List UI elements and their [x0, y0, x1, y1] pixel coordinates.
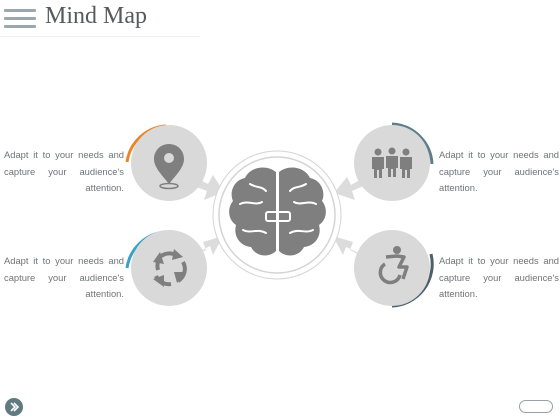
map-pin-icon — [154, 144, 184, 190]
people-group-icon — [372, 147, 412, 178]
arrow-bottom-right — [333, 236, 364, 257]
node-text-bottom-left: Adapt it to your needs and capture your … — [4, 255, 124, 299]
node-text-bottom-right: Adapt it to your needs and capture your … — [439, 255, 559, 299]
next-slide-button[interactable] — [5, 398, 23, 416]
node-text-top-right: Adapt it to your needs and capture your … — [439, 149, 559, 193]
arrow-top-right — [334, 177, 368, 200]
chevron-right-icon — [10, 402, 19, 412]
menu-icon[interactable] — [4, 9, 36, 29]
accent-arc-top-right — [391, 122, 434, 165]
node-circle-bottom-right — [354, 230, 430, 306]
accessibility-icon — [378, 246, 409, 285]
node-text-top-left: Adapt it to your needs and capture your … — [4, 149, 124, 193]
page-title: Mind Map — [45, 3, 147, 29]
title-divider — [0, 36, 200, 37]
recycle-arrowheads — [153, 249, 186, 287]
slide-indicator[interactable] — [519, 400, 553, 413]
node-circle-bottom-left — [131, 230, 207, 306]
brain-icon — [229, 167, 326, 256]
